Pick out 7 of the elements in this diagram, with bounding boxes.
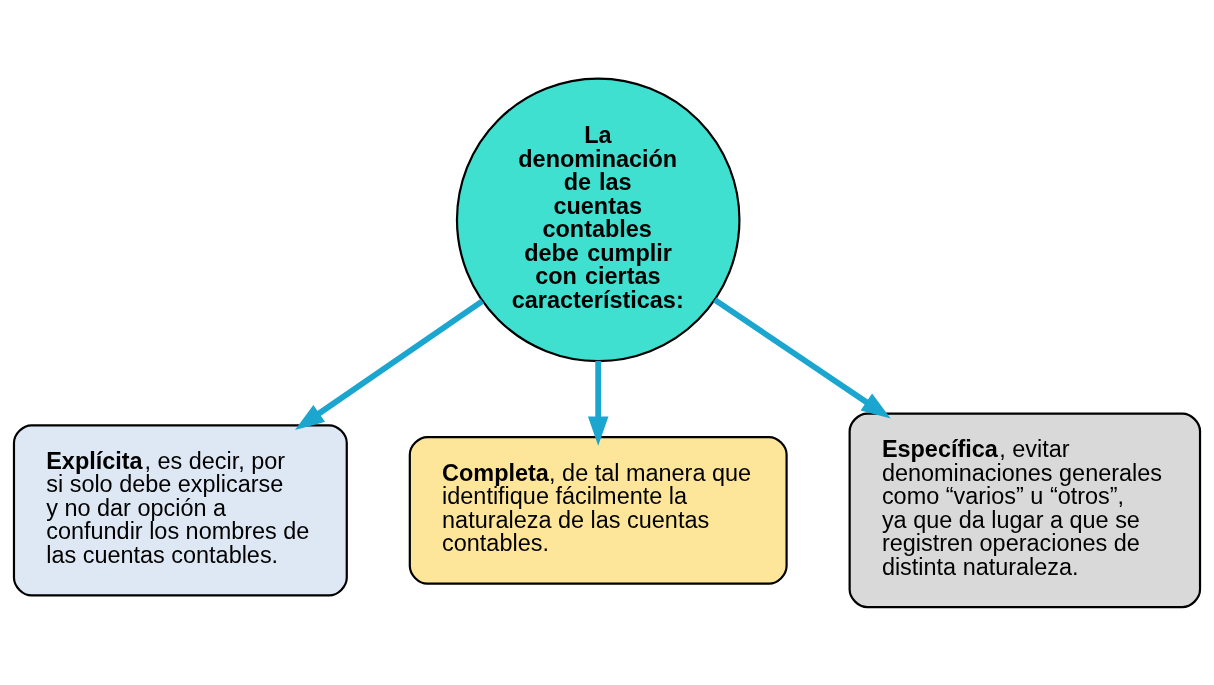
- node-box: Específica, evitar denominaciones generales como “varios” u “otros”, ya que da lugar a que se registren operaciones de distinta naturaleza.: [848, 412, 1202, 608]
- node-box: Explícita, es decir, por si solo debe explicarse y no dar opción a confundir los nombres de las cuentas contables.: [12, 423, 348, 596]
- node-box: Completa, de tal manera que identifique fácilmente la naturaleza de las cuentas contables.: [408, 435, 788, 585]
- node-circle: La denominación de las cuentas contables debe cumplir con ciertas características:: [455, 77, 741, 362]
- arrow: [295, 298, 485, 430]
- arrow: [713, 296, 891, 418]
- arrow: [587, 360, 609, 446]
